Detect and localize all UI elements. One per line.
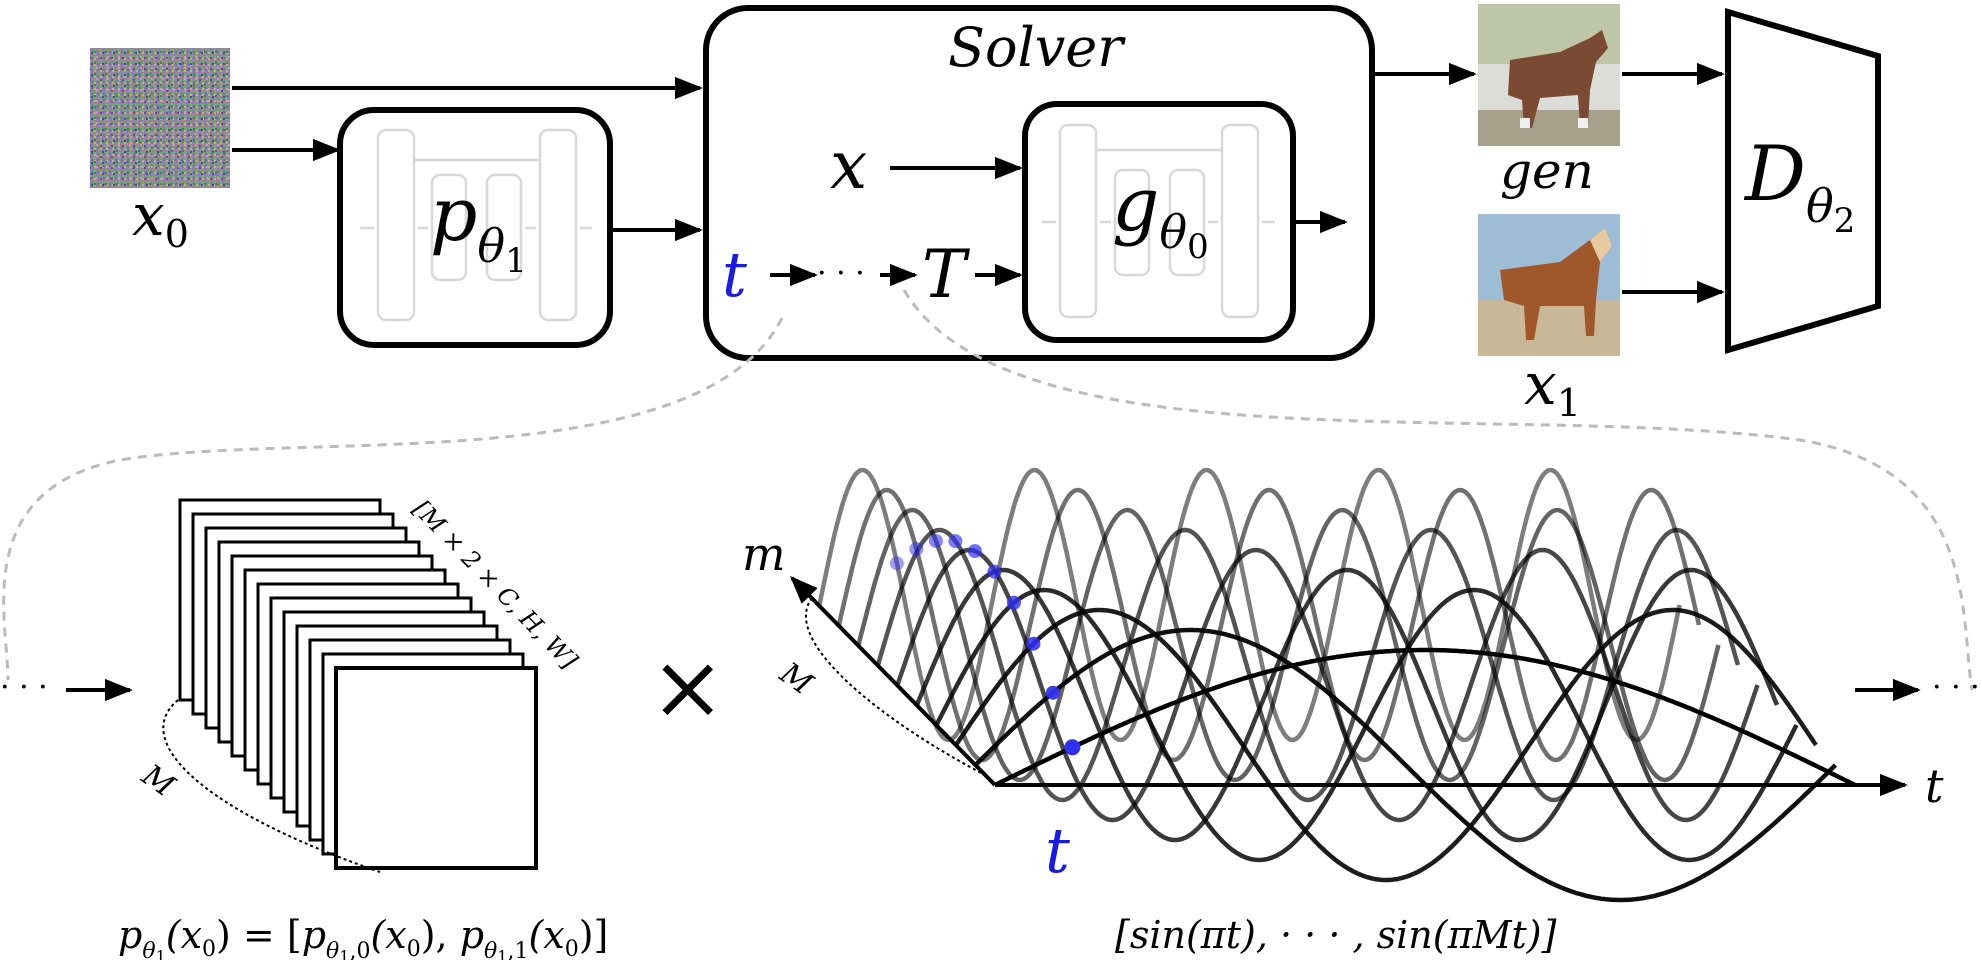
sine-wave-5 [914, 567, 1780, 843]
noise-image [90, 48, 230, 188]
sample-point-8 [928, 534, 943, 548]
wave-M-label: M [773, 655, 820, 703]
sample-point-5 [987, 564, 1002, 579]
x1-label: x1 [1524, 350, 1581, 425]
sample-point-4 [1006, 595, 1021, 610]
sine-wave-3 [954, 607, 1818, 883]
unet-faded-icon-inner [1042, 123, 1275, 319]
solver-dots: · · · [817, 256, 865, 291]
sample-point-6 [967, 544, 982, 559]
sample-point-10 [889, 556, 904, 571]
sample-point-9 [909, 542, 924, 557]
p-formula: pθ1(x0) = [pθ1,0(x0), pθ1,1(x0)] [118, 913, 608, 960]
g-theta0-label: gθ0 [1112, 162, 1209, 267]
sine-wave-2 [973, 627, 1838, 903]
m-axis-label: m [742, 527, 786, 581]
wave-M-bracket [805, 597, 986, 776]
solver-x-label: x [830, 127, 867, 204]
sample-point-1 [1064, 739, 1081, 756]
sample-point-7 [948, 534, 963, 549]
solver-box: Solver x t · · · T gθ0 [703, 5, 1375, 361]
sine-waves [817, 467, 1857, 903]
p-network-box: pθ1 [337, 107, 613, 348]
sine-wave-10 [817, 467, 1682, 743]
feature-map-layer [334, 666, 538, 870]
sample-point-2 [1045, 685, 1060, 700]
sine-wave-7 [875, 527, 1741, 803]
sin-formula: [sin(πt), · · · , sin(πMt)] [1115, 913, 1557, 957]
generated-horse-image [1478, 4, 1620, 146]
sine-wave-6 [895, 547, 1760, 823]
t-axis-label: t [1925, 759, 1944, 813]
zoom-brace [2, 289, 1974, 691]
solver-T-label: T [922, 236, 971, 313]
discriminator-box: Dθ2 [1725, 7, 1881, 355]
real-horse-image [1478, 214, 1620, 356]
D-theta2-label: Dθ2 [1743, 129, 1855, 241]
times-sign: × [650, 635, 725, 740]
feature-stack [178, 498, 538, 870]
right-dots: · · · [1932, 670, 1980, 705]
sample-point-3 [1026, 636, 1041, 651]
m-axis [790, 576, 997, 787]
gen-label: gen [1500, 142, 1594, 200]
stack-M-label: M [135, 757, 182, 805]
left-dots: · · · [0, 670, 48, 705]
solver-title: Solver [948, 16, 1126, 79]
t-marker-label: t [1045, 814, 1070, 887]
unet-faded-icon [360, 128, 592, 322]
p-theta1-label: pθ1 [430, 172, 527, 281]
solver-t-label: t [722, 238, 747, 311]
x0-label: x0 [132, 181, 189, 256]
sine-wave-9 [836, 487, 1702, 763]
g-network-box [1022, 101, 1296, 343]
stack-M-bracket [162, 699, 381, 873]
sample-points [889, 534, 1081, 756]
